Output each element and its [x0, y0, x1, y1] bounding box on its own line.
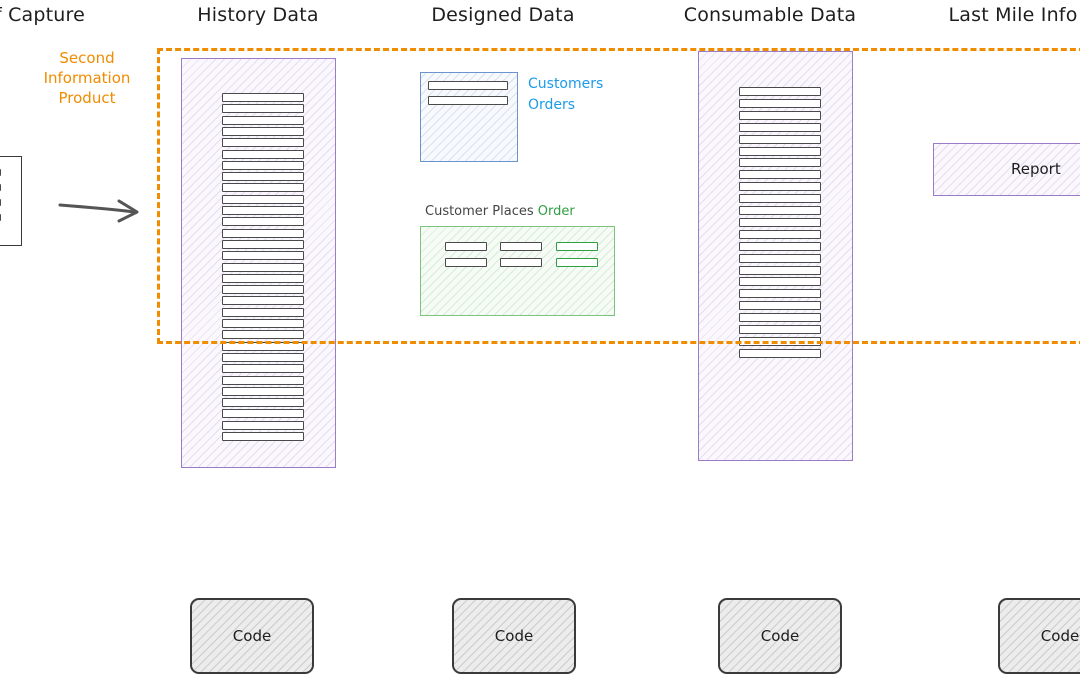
relationship-label: Customer Places Order [425, 204, 575, 219]
table-row [222, 262, 304, 272]
table-row [222, 420, 304, 430]
capture-source-box [0, 156, 22, 246]
customers-orders-entity [420, 72, 518, 162]
table-row [739, 313, 821, 323]
column-title-designed-data: Designed Data [431, 4, 575, 26]
table-row [222, 228, 304, 238]
table-row [222, 93, 304, 102]
table-row [739, 265, 821, 275]
table-row [739, 277, 821, 287]
second-information-product-note: Second Information Product [43, 49, 131, 107]
table-row [739, 325, 821, 334]
table-row [222, 364, 304, 374]
code-box-consumable: Code [718, 598, 842, 674]
table-row [222, 172, 304, 182]
table-row [739, 217, 821, 227]
table-row [222, 183, 304, 193]
table-row [739, 348, 821, 358]
code-box-designed: Code [452, 598, 576, 674]
entity-row [428, 96, 508, 105]
entity-row [500, 242, 542, 251]
table-row [739, 98, 821, 108]
table-row [739, 241, 821, 251]
table-row [222, 194, 304, 204]
table-row [222, 352, 304, 362]
table-row [222, 160, 304, 170]
entity-row [445, 242, 487, 251]
table-row [222, 138, 304, 148]
customer-places-order-entity [420, 226, 615, 316]
table-row [222, 285, 304, 295]
table-row [739, 194, 821, 204]
table-row [739, 87, 821, 96]
entity-row [500, 258, 542, 267]
table-row [222, 296, 304, 306]
consumable-data-table [698, 51, 853, 461]
table-row [739, 146, 821, 156]
table-row [739, 301, 821, 311]
table-row [739, 134, 821, 144]
entity-row-order [556, 258, 598, 267]
table-row [739, 253, 821, 263]
second-information-product-boundary [157, 48, 1080, 344]
table-row [739, 110, 821, 120]
table-row [222, 217, 304, 227]
entity-row-order [556, 242, 598, 251]
report-label: Report [1011, 160, 1061, 178]
column-title-consumable-data: Consumable Data [683, 4, 857, 26]
table-row [739, 289, 821, 299]
table-row [222, 307, 304, 317]
table-row [222, 115, 304, 125]
report-box: Report [933, 143, 1080, 196]
table-row [222, 206, 304, 215]
code-box-history: Code [190, 598, 314, 674]
table-row [222, 432, 304, 441]
table-row [739, 206, 821, 215]
table-row [739, 122, 821, 132]
entity-row [445, 258, 487, 267]
table-row [739, 182, 821, 192]
table-row [222, 375, 304, 385]
arrow-right-icon [58, 199, 139, 223]
table-row [222, 398, 304, 408]
table-row [739, 158, 821, 168]
customers-label: Customers [528, 76, 604, 92]
table-row [222, 409, 304, 419]
column-title-capture: f Capture [0, 4, 86, 26]
table-row [222, 149, 304, 159]
table-row [222, 104, 304, 114]
table-row [222, 273, 304, 283]
code-box-lastmile: Code [998, 598, 1080, 674]
table-row [222, 239, 304, 249]
orders-label: Orders [528, 97, 576, 113]
entity-row [428, 81, 508, 90]
history-data-table [181, 58, 336, 468]
relationship-emphasis: Order [537, 204, 575, 219]
table-row [222, 330, 304, 340]
table-row [739, 170, 821, 180]
table-row [222, 251, 304, 261]
table-row [222, 386, 304, 396]
column-title-last-mile-info: Last Mile Info [948, 4, 1078, 26]
table-row [222, 319, 304, 328]
column-title-history-data: History Data [197, 4, 319, 26]
table-row [739, 229, 821, 239]
table-row [222, 126, 304, 136]
relationship-prefix: Customer Places [425, 204, 538, 219]
